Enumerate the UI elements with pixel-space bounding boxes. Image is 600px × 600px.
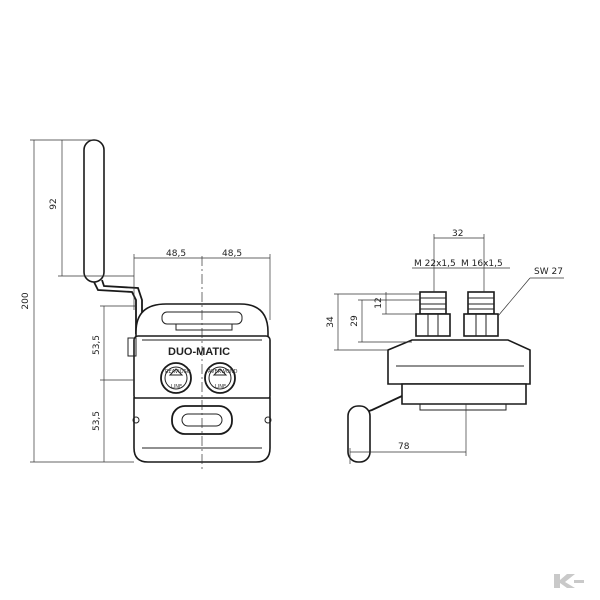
dim-78: 78	[398, 442, 410, 452]
lower-body	[133, 397, 271, 463]
fitting-right	[463, 291, 499, 337]
kramp-logo-icon	[554, 574, 584, 588]
side-base-foot	[419, 404, 507, 411]
dim-92: 92	[49, 198, 59, 209]
brand-label: DUO-MATIC	[168, 346, 230, 358]
dim-53-5-upper: 53,5	[92, 335, 102, 355]
thread-left-label: M 22x1,5	[414, 259, 456, 269]
gauge-left-top-label: REAVIOSO	[165, 369, 191, 375]
gauge-right-bottom-label: LINE	[215, 384, 226, 390]
dim-48-5-left: 48,5	[166, 249, 186, 259]
mount-bolt-right	[264, 416, 272, 424]
dim-32: 32	[452, 229, 463, 239]
dim-48-5-right: 48,5	[222, 249, 242, 259]
fitting-left	[415, 291, 451, 337]
handle-grip	[83, 139, 105, 283]
gauge-right-top-label: AVERWOND	[208, 369, 238, 375]
side-body	[387, 339, 531, 385]
handle-rod	[93, 281, 137, 334]
front-view: DUO-MATIC REAVIOSO LINE AVERWOND LINE	[21, 139, 272, 470]
dim-53-5-lower: 53,5	[92, 411, 102, 431]
side-handle-grip	[347, 405, 371, 463]
gauge-left: REAVIOSO LINE	[160, 362, 192, 394]
dim-200: 200	[21, 292, 31, 309]
side-lever-pivot	[127, 337, 137, 357]
top-slot-lip	[175, 324, 233, 331]
dim-29: 29	[350, 315, 360, 327]
gauge-right: AVERWOND LINE	[204, 362, 238, 394]
gauge-left-bottom-label: LINE	[171, 384, 182, 390]
side-handle-rod	[365, 395, 403, 413]
dim-12: 12	[374, 297, 384, 308]
side-base	[401, 383, 527, 405]
side-view: 32 M 22x1,5 M 16x1,5 SW 27 34 29 12 78	[326, 229, 564, 464]
dim-34: 34	[326, 316, 336, 328]
thread-right-label: M 16x1,5	[461, 259, 503, 269]
wrench-size-label: SW 27	[534, 267, 563, 277]
mount-bolt-left	[132, 416, 140, 424]
